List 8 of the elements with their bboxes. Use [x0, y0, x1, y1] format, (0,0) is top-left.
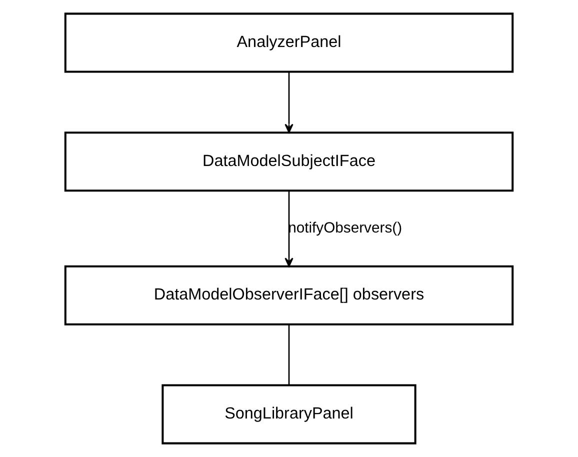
connector	[288, 324, 290, 386]
edge-label: notifyObservers()	[288, 220, 402, 236]
node-box: SongLibraryPanel	[162, 384, 416, 444]
node-box: AnalyzerPanel	[64, 12, 514, 73]
node-box: DataModelObserverIFace[] observers	[64, 265, 514, 326]
arrow	[284, 190, 294, 267]
node-box: DataModelSubjectIFace	[64, 132, 514, 192]
arrow	[284, 72, 294, 134]
